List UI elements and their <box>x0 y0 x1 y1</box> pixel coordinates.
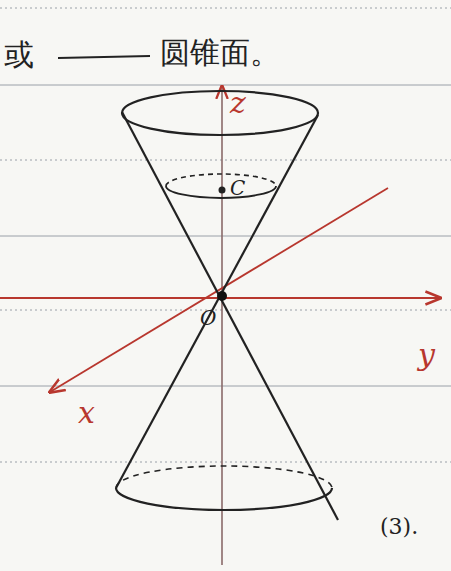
figure-number: (3). <box>380 516 418 538</box>
header-text: 圆锥面。 <box>160 38 280 68</box>
point-label: C <box>230 178 245 198</box>
header-mark: 或 <box>4 40 34 70</box>
axis-label: z <box>230 88 246 118</box>
axis-label: x <box>78 398 95 428</box>
axis-label: y <box>418 340 435 370</box>
point-label: O <box>200 308 216 328</box>
